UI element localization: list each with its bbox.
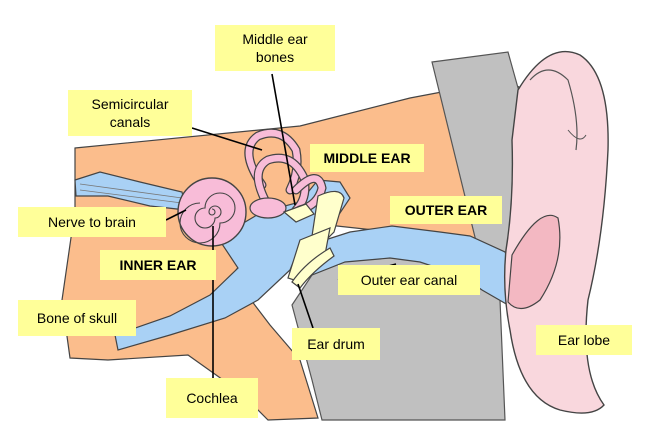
svg-text:Middle ear: Middle ear [242,31,308,47]
svg-text:Ear drum: Ear drum [307,336,365,352]
svg-text:bones: bones [256,49,294,65]
label-cochlea: Cochlea [166,378,258,418]
semicircular-canals [244,128,327,219]
svg-text:Semicircular: Semicircular [91,96,168,112]
svg-text:MIDDLE EAR: MIDDLE EAR [323,150,410,166]
leader-semicircular-canals [191,127,263,151]
inner-canal-shape [114,179,351,351]
svg-text:Bone of skull: Bone of skull [37,310,117,326]
cochlea-shape [177,177,247,247]
svg-text:Outer ear canal: Outer ear canal [361,272,458,288]
label-ear-drum: Ear drum [292,328,380,360]
label-outer-ear-canal: Outer ear canal [338,265,480,295]
ear-lobe-shape [507,214,561,310]
svg-text:Cochlea: Cochlea [186,390,238,406]
label-semicircular-canals: Semicircular canals [68,90,192,136]
svg-text:Ear lobe: Ear lobe [558,332,610,348]
label-middle-ear-bones: Middle ear bones [215,25,335,71]
middle-ear-bones [282,190,345,283]
label-outer-ear: OUTER EAR [390,196,502,224]
svg-text:INNER EAR: INNER EAR [119,257,196,273]
label-bone-of-skull: Bone of skull [18,300,136,336]
leader-nerve-to-brain [165,209,187,221]
svg-text:canals: canals [110,114,150,130]
label-inner-ear: INNER EAR [100,250,216,280]
label-middle-ear: MIDDLE EAR [310,144,424,172]
label-nerve-to-brain: Nerve to brain [18,207,166,237]
leader-ear-drum [297,283,314,329]
leader-middle-ear-bones [271,73,296,206]
svg-text:Nerve to brain: Nerve to brain [48,214,136,230]
label-ear-lobe: Ear lobe [536,325,632,355]
svg-text:OUTER EAR: OUTER EAR [405,202,487,218]
ear-drum-shape [291,247,335,289]
